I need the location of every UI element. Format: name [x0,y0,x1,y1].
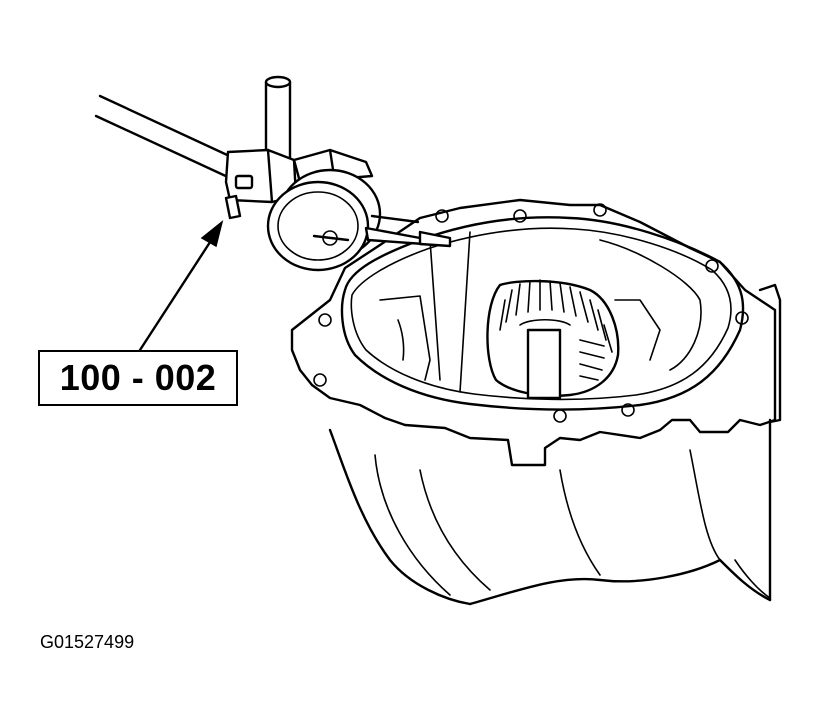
tool-number-label: 100 - 002 [59,357,217,398]
dial-indicator-icon [94,75,452,272]
tool-number-callout: 100 - 002 [38,350,238,406]
figure-id: G01527499 [40,632,135,652]
ring-gear-teeth [499,279,613,353]
differential-housing-icon [290,198,782,606]
leader-arrow-icon [138,220,224,352]
